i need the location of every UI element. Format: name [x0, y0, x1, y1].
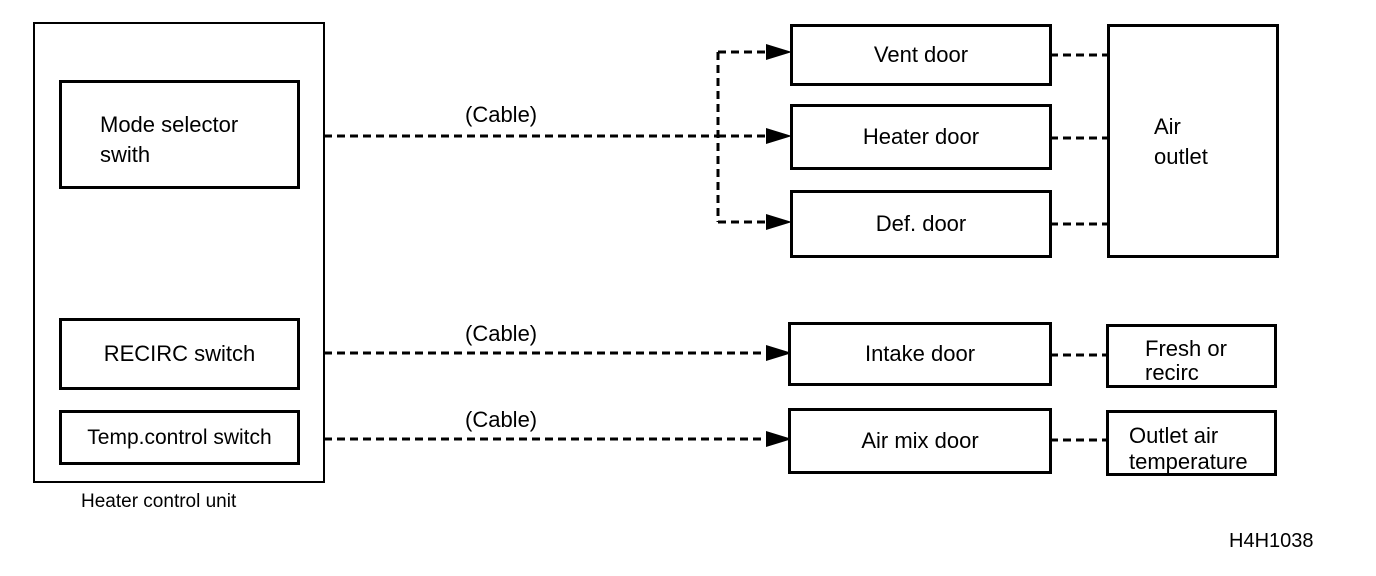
cable-label-mode: (Cable)	[465, 102, 538, 127]
mode-selector-switch: Mode selector swith	[59, 80, 300, 189]
recirc-switch-label: RECIRC switch	[103, 341, 256, 366]
air-mix-door-label: Air mix door	[861, 428, 979, 453]
air-outlet-label-line2: outlet	[1154, 144, 1208, 169]
mode-selector-label-line1: Mode selector	[100, 112, 239, 137]
figure-code: H4H1038	[1229, 530, 1314, 552]
vent-arrow-icon	[766, 44, 792, 60]
heater-control-unit-caption: Heater control unit	[81, 491, 237, 512]
outlet-air-temperature: Outlet air temperature	[1106, 410, 1277, 476]
fresh-recirc-label-line2: recirc	[1145, 360, 1199, 385]
cable-label-recirc: (Cable)	[465, 321, 538, 346]
temp-control-switch: Temp.control switch	[59, 410, 300, 465]
def-door-label: Def. door	[875, 211, 967, 236]
vent-door: Vent door	[790, 24, 1052, 86]
fresh-or-recirc: Fresh or recirc	[1106, 324, 1277, 388]
heater-arrow-icon	[766, 128, 792, 144]
heater-door: Heater door	[790, 104, 1052, 170]
outlet-temp-label-line1: Outlet air	[1129, 423, 1219, 448]
fresh-recirc-label-line1: Fresh or	[1145, 336, 1227, 361]
recirc-switch: RECIRC switch	[59, 318, 300, 390]
vent-door-label: Vent door	[873, 42, 969, 67]
air-outlet-label-line1: Air	[1154, 114, 1181, 139]
intake-door-label: Intake door	[864, 341, 976, 366]
temp-control-switch-label: Temp.control switch	[87, 425, 272, 449]
outlet-temp-label-line2: temperature	[1129, 449, 1248, 474]
intake-door: Intake door	[788, 322, 1052, 386]
intake-arrow-icon	[766, 345, 792, 361]
air-outlet: Air outlet	[1107, 24, 1279, 258]
airmix-arrow-icon	[766, 431, 792, 447]
air-mix-door: Air mix door	[788, 408, 1052, 474]
cable-label-temp: (Cable)	[465, 407, 538, 432]
def-arrow-icon	[766, 214, 792, 230]
def-door: Def. door	[790, 190, 1052, 258]
heater-door-label: Heater door	[862, 124, 980, 149]
mode-selector-label-line2: swith	[100, 142, 151, 167]
